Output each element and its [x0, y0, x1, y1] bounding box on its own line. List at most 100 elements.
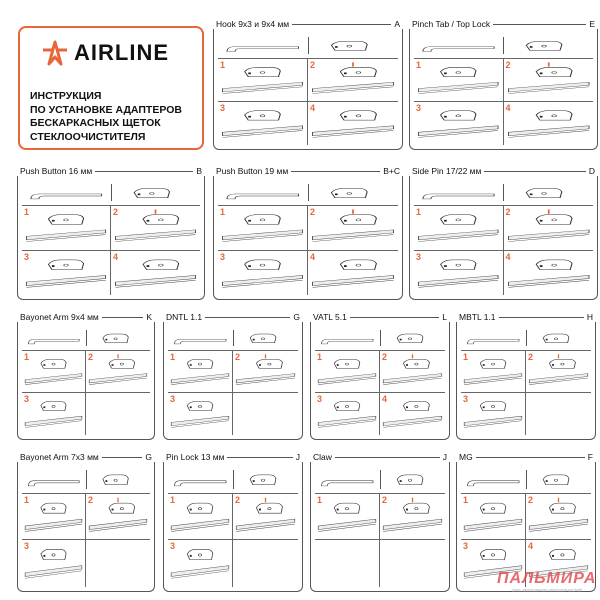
adapter-illustration [101, 333, 129, 344]
install-step: 1 [414, 58, 504, 102]
title-line: ИНСТРУКЦИЯ [30, 90, 102, 102]
adapter-illustration [396, 333, 423, 344]
step-illustration [528, 549, 589, 579]
step-number: 3 [24, 393, 30, 404]
watermark-name: ПАЛЬМИРА [497, 570, 597, 587]
title-line: ПО УСТАНОВКЕ АДАПТЕРОВ [30, 103, 182, 116]
step-illustration [88, 354, 148, 385]
step-number: 3 [24, 541, 30, 552]
wiper-arm-illustration [226, 46, 299, 52]
step-number: 2 [235, 351, 241, 362]
step-number: 1 [220, 207, 226, 218]
adapter-name: Hook 9x3 и 9x4 мм [212, 19, 293, 29]
install-step: 1 [168, 350, 233, 393]
instruction-title: ИНСТРУКЦИЯ ПО УСТАНОВКЕ АДАПТЕРОВ БЕСКАР… [30, 90, 182, 144]
watermark-tagline: сеть магазинов автозапчастей [511, 588, 582, 594]
step-number: 3 [416, 102, 422, 113]
step-number: 1 [416, 59, 422, 70]
step-illustration [417, 110, 499, 138]
install-step: 3 [168, 540, 233, 587]
step-number: 2 [528, 494, 534, 505]
install-step: 2 [380, 494, 445, 541]
install-step: 2 [111, 206, 200, 251]
adapter-illustration [525, 188, 563, 198]
adapter-code: L [439, 312, 451, 322]
wiper-arm-illustration [30, 193, 103, 200]
step-illustration [317, 502, 377, 532]
step-number: 2 [88, 494, 94, 505]
step-illustration [25, 259, 107, 288]
step-illustration [463, 358, 523, 385]
step-illustration [417, 214, 499, 243]
step-number: 3 [24, 251, 30, 262]
adapter-illustration [396, 474, 423, 485]
wiper-arm-illustration [422, 193, 495, 200]
wiper-arm-illustration [422, 46, 495, 52]
install-step [315, 540, 380, 587]
install-step: 3 [22, 392, 86, 435]
step-number: 3 [463, 393, 469, 404]
step-number: 2 [235, 494, 241, 505]
install-step: 2 [503, 59, 593, 102]
wiper-arm-illustration [321, 338, 374, 345]
step-illustration [24, 401, 83, 428]
install-step: 1 [218, 206, 308, 251]
step-illustration [88, 497, 148, 532]
step-number: 3 [416, 251, 422, 262]
step-illustration [222, 66, 303, 94]
install-step: 4 [111, 251, 200, 295]
adapter-name: DNTL 1.1 [162, 312, 206, 322]
step-number: 4 [310, 102, 316, 113]
title-line: БЕСКАРКАСНЫХ ЩЕТОК [30, 117, 161, 129]
adapter-name: Side Pin 17/22 мм [408, 166, 485, 176]
step-illustration [170, 358, 230, 385]
install-step: 4 [380, 393, 445, 435]
step-number: 3 [220, 102, 226, 113]
step-number: 2 [310, 207, 316, 218]
adapter-name: Pin Lock 13 мм [162, 452, 228, 462]
step-illustration [507, 110, 589, 138]
step-number: 4 [528, 541, 534, 552]
install-step [86, 540, 150, 587]
install-step: 1 [461, 493, 526, 541]
install-step: 1 [315, 493, 380, 541]
step-number: 4 [382, 393, 388, 404]
adapter-panel: Pin Lock 13 мм J 1 2 3 [162, 452, 304, 592]
adapter-illustration [249, 333, 276, 344]
adapter-code: G [142, 452, 156, 462]
step-illustration [25, 214, 107, 243]
adapter-code: K [143, 312, 156, 322]
step-illustration [507, 62, 589, 94]
step-illustration [312, 62, 394, 94]
step-illustration [463, 549, 523, 579]
step-illustration [235, 354, 296, 385]
adapter-code: G [290, 312, 304, 322]
adapter-illustration [542, 474, 569, 485]
step-number: 1 [170, 494, 176, 505]
step-illustration [382, 354, 443, 385]
step-illustration [382, 497, 443, 532]
install-step: 4 [308, 251, 398, 295]
step-illustration [312, 259, 394, 288]
wiper-arm-illustration [174, 480, 227, 487]
install-step [233, 540, 298, 587]
adapter-illustration [330, 40, 368, 51]
install-step: 2 [308, 59, 398, 102]
step-illustration [24, 358, 83, 385]
step-number: 2 [382, 351, 388, 362]
airline-logo: AIRLINE [42, 40, 169, 66]
adapter-illustration [525, 40, 563, 51]
step-number: 1 [24, 207, 30, 218]
install-step: 4 [504, 251, 594, 295]
install-step: 1 [168, 493, 233, 541]
adapter-code: J [292, 452, 304, 462]
step-number: 1 [24, 494, 30, 505]
adapter-code: F [584, 452, 597, 462]
step-number: 1 [463, 494, 469, 505]
install-step: 2 [308, 206, 398, 251]
